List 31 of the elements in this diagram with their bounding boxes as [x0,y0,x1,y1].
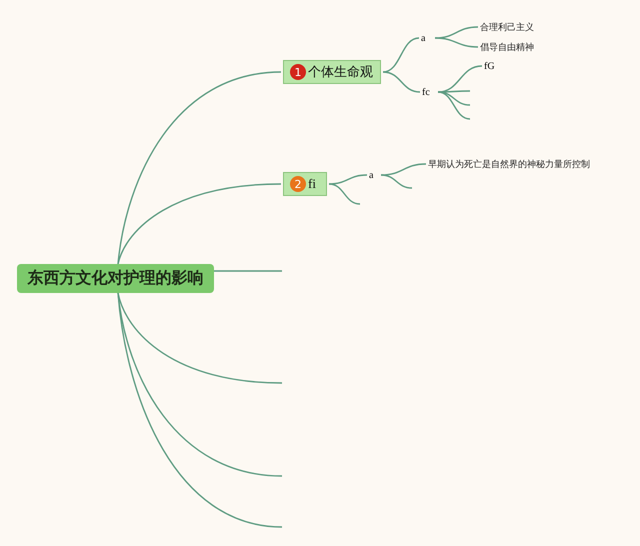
branch-label: 合理利己主义 [480,19,546,35]
branch-line [117,183,282,264]
branch-line [214,270,282,272]
branch-label: fc [422,84,436,100]
branch-label: fG [484,60,500,72]
branch-line [434,37,478,48]
topic-label: fi [308,176,316,192]
branch-line [117,292,282,384]
branch-line [382,37,420,73]
number-badge: 2 [290,176,306,192]
branch-label: 早期认为死亡是自然界的神秘力量所控制 [428,158,608,170]
branch-line [117,292,282,528]
branch-line [380,163,426,176]
number-badge: 1 [290,64,306,80]
root-topic-box [17,264,214,293]
root-label: 东西方文化对护理的影响 [28,268,204,289]
branch-line [380,174,412,189]
branch-line [438,65,482,93]
branch-line [328,183,360,205]
branch-label: a [421,30,433,46]
branch-line [434,26,478,39]
branch-label: 倡导自由精神 [480,39,546,55]
topic-label: 个体生命观 [308,64,373,81]
branch-line [438,91,470,120]
topic-box [283,172,327,196]
topic-box [283,60,381,84]
branch-line [117,71,282,264]
branch-line [328,174,368,185]
branch-line [382,71,420,93]
branch-line [438,90,470,93]
branch-label: a [369,167,379,183]
